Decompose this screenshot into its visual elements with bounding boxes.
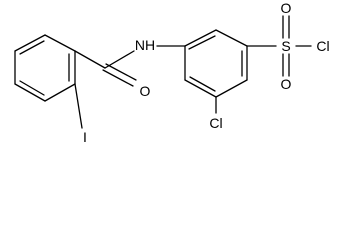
sulfonyl-chlorine-label: Cl	[316, 38, 329, 54]
sulfonyl-oxygen-top-label: O	[281, 0, 292, 16]
s-o-top-bond	[282, 15, 290, 39]
chlorophenyl-ring	[184, 29, 248, 98]
carbonyl-oxygen-label: O	[140, 83, 151, 99]
chemical-structure: NH O I Cl S O O Cl	[14, 0, 330, 145]
carbonyl-double-bond	[102, 63, 137, 87]
ring-carbonyl-bond	[74, 50, 106, 69]
nh-label: NH	[135, 37, 155, 53]
iodophenyl-ring	[14, 34, 76, 102]
ring-chlorine-label: Cl	[209, 115, 222, 131]
sulfonyl-oxygen-bottom-label: O	[281, 76, 292, 92]
iodine-label: I	[83, 129, 87, 145]
s-o-bottom-bond	[282, 53, 290, 77]
c-i-bond	[74, 83, 83, 129]
c-n-bond	[104, 50, 135, 69]
sulfur-label: S	[281, 38, 290, 54]
